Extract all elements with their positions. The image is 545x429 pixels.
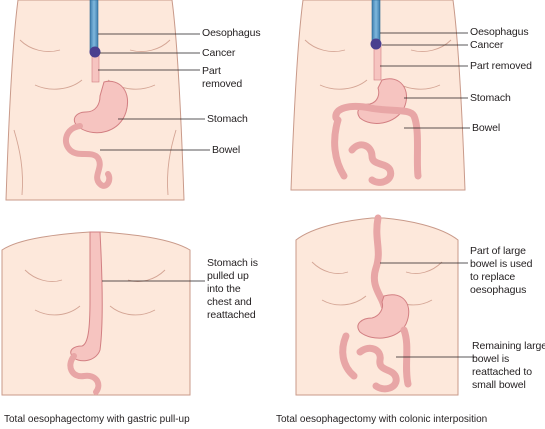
- label-pulled-up: pulled up: [207, 270, 249, 282]
- label-part-of-large: Part of large: [470, 245, 526, 257]
- bowel-bottom-left: [67, 353, 102, 395]
- leader-lines-top-right: [380, 32, 470, 129]
- label-bowel-top-left: Bowel: [212, 144, 241, 156]
- label-chest-and: chest and: [207, 296, 252, 308]
- label-reattached-to: reattached to: [472, 366, 532, 378]
- label-into-the: into the: [207, 283, 241, 295]
- caption-gastric-pull-up: Total oesophagectomy with gastric pull-u…: [4, 414, 190, 425]
- label-to-replace: to replace: [470, 271, 516, 283]
- leader-lines-top-left: [98, 33, 210, 151]
- colon-interposition: [370, 214, 388, 310]
- label-small-bowel: small bowel: [472, 379, 526, 391]
- label-stomach-top-left: Stomach: [207, 113, 248, 125]
- label-bowel-is-used: bowel is used: [470, 258, 533, 270]
- label-oesophagus-top-right: Oesophagus: [470, 26, 529, 38]
- leader-lines-bottom-right: [380, 262, 476, 358]
- label-part-top-left: Part: [202, 65, 221, 77]
- label-bowel-is: bowel is: [472, 353, 510, 365]
- label-part-removed-top-right: Part removed: [470, 60, 532, 72]
- label-stomach-top-right: Stomach: [470, 92, 511, 104]
- label-reattached: reattached: [207, 309, 256, 321]
- label-oesophagus-top-left: Oesophagus: [202, 27, 261, 39]
- label-removed-top-left: removed: [202, 78, 243, 90]
- bowel-bottom-right: [339, 326, 412, 393]
- label-stomach-is: Stomach is: [207, 257, 258, 269]
- bowel-top-right: [331, 102, 422, 186]
- label-oesophagus-bottom-right: oesophagus: [470, 284, 527, 296]
- torso-bottom-right: [295, 217, 459, 396]
- label-cancer-top-right: Cancer: [470, 39, 504, 51]
- stomach-bottom-right: [357, 294, 410, 339]
- caption-colonic-interposition: Total oesophagectomy with colonic interp…: [276, 414, 488, 425]
- label-cancer-top-left: Cancer: [202, 47, 236, 59]
- label-remaining-large: Remaining large: [472, 340, 545, 352]
- oesophagus-top-right: [370, 0, 382, 81]
- bowel-top-left: [62, 123, 113, 189]
- oesophagus-top-left: [89, 0, 101, 83]
- label-bowel-top-right: Bowel: [472, 122, 501, 134]
